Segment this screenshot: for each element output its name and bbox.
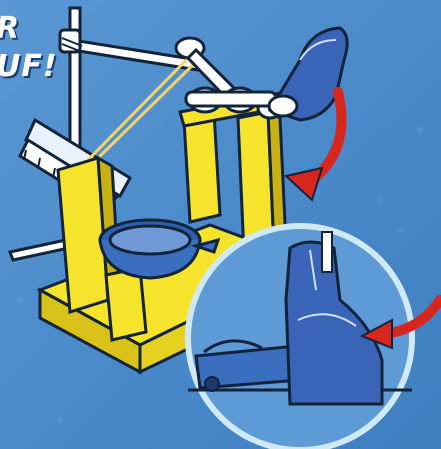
boot-icon: [269, 28, 347, 120]
pole-frame: [60, 8, 198, 158]
gripper-arm: [176, 38, 282, 118]
